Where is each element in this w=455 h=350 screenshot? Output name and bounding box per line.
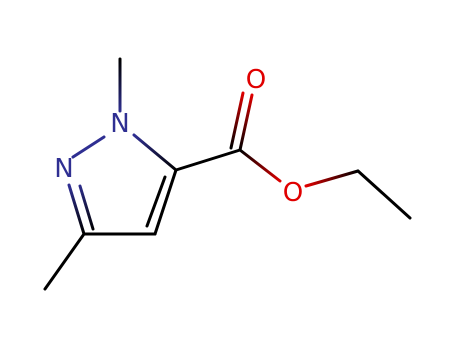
bond-ester-oxygen-ch2 [304,169,360,188]
bond-n1-n2 [71,135,106,159]
bond-carbonyl-double-inner [229,91,245,150]
bond-c4-c5 [153,168,178,236]
atom-label-o-ester: O [283,178,303,208]
bond-c5-carbonyl-carbon [174,148,242,172]
bond-ch2-ch3 [356,169,412,220]
bond-c4-c5-inner [145,175,167,228]
bond-carbonyl-double-outer [238,93,254,152]
bond-carbonyl-carbon-ester-oxygen [238,148,282,183]
atom-label-o-carbonyl: O [246,65,266,95]
bond-c3-methyl [43,232,86,291]
atom-label-n2: N [54,154,73,184]
bond-n1-c5 [132,133,178,172]
bond-n2-c3-inner [78,184,95,231]
bond-n2-c3 [67,183,86,236]
atom-label-n1: N [110,109,129,139]
